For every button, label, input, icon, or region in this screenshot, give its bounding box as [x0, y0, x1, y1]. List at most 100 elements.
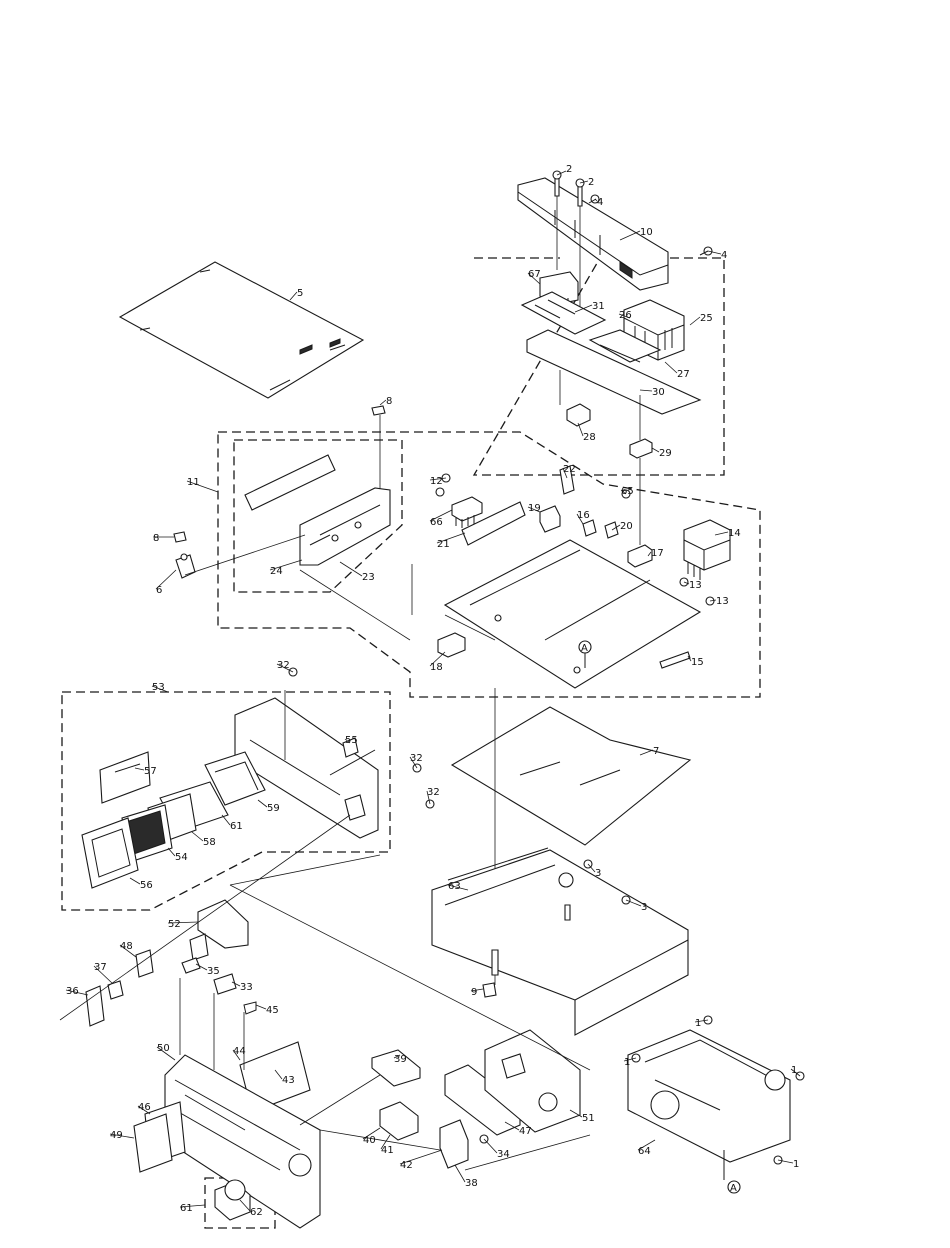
part-36-holder [86, 986, 104, 1026]
part-48-switch [136, 950, 153, 977]
callout-label-38: 38 [465, 1178, 478, 1189]
callout-leader-59 [258, 800, 267, 807]
callout-label-29: 29 [659, 448, 672, 459]
callout-label-65: 65 [621, 486, 634, 497]
callout-label-13: 13 [716, 596, 729, 607]
part-33-connector [214, 974, 236, 994]
part-9-tape [483, 983, 496, 997]
callout-label-14: 14 [728, 528, 741, 539]
callout-label-8: 8 [153, 533, 159, 544]
part-61-knob [215, 1180, 250, 1220]
callout-leader-61 [222, 815, 230, 825]
part-15-strip [660, 652, 690, 668]
part-56-bezel [82, 818, 138, 888]
callout-label-23: 23 [362, 572, 375, 583]
callout-label-10: 10 [640, 227, 653, 238]
part-45-spring [244, 1002, 256, 1014]
callout-label-4: 4 [721, 250, 727, 261]
callout-leader-25 [690, 317, 700, 325]
callout-label-28: 28 [583, 432, 596, 443]
callout-label-61: 61 [230, 821, 243, 832]
callout-leader-34 [484, 1139, 497, 1153]
callout-label-43: 43 [282, 1075, 295, 1086]
part-57-sheet [100, 752, 150, 803]
callout-label-53: 53 [152, 682, 165, 693]
callout-label-32: 32 [427, 787, 440, 798]
callout-label-46: 46 [138, 1102, 151, 1113]
callout-label-58: 58 [203, 837, 216, 848]
callout-leader-54 [168, 848, 175, 856]
callout-label-36: 36 [66, 986, 79, 997]
callout-label-5: 5 [297, 288, 303, 299]
callout-label-13: 13 [689, 580, 702, 591]
callout-label-27: 27 [677, 369, 690, 380]
part-53-display-board [235, 698, 378, 838]
callout-label-66: 66 [430, 517, 443, 528]
callout-label-1: 1 [624, 1057, 630, 1068]
callout-label-24: 24 [270, 566, 283, 577]
callout-leader-5 [290, 292, 297, 300]
callout-leader-45 [256, 1005, 266, 1009]
callout-label-21: 21 [437, 539, 450, 550]
callout-label-41: 41 [381, 1145, 394, 1156]
part-42-button [440, 1120, 468, 1168]
callout-label-59: 59 [267, 803, 280, 814]
callout-leader-56 [130, 878, 140, 884]
callout-label-37: 37 [94, 962, 107, 973]
part-20-holder [605, 522, 618, 538]
part-23-board-assembly [245, 455, 390, 565]
callout-label-3: 3 [641, 902, 647, 913]
callout-label-50: 50 [157, 1043, 170, 1054]
part-6-bracket [176, 554, 195, 578]
callout-label-54: 54 [175, 852, 188, 863]
callout-label-39: 39 [394, 1054, 407, 1065]
callout-label-7: 7 [653, 746, 659, 757]
callout-label-19: 19 [528, 503, 541, 514]
part-40-41-buttons [380, 1102, 418, 1140]
part-16-clip [583, 520, 596, 536]
part-49-window [134, 1114, 172, 1172]
callout-label-15: 15 [691, 657, 704, 668]
part-19-ic [540, 506, 560, 532]
callout-label-32: 32 [410, 753, 423, 764]
callout-leader-58 [192, 832, 203, 841]
part-52-bracket [190, 900, 248, 960]
callout-label-61: 61 [180, 1203, 193, 1214]
callout-label-40: 40 [363, 1135, 376, 1146]
callout-leader-23 [340, 562, 362, 576]
part-7-shield-sheet [452, 707, 690, 845]
callout-label-64: 64 [638, 1146, 651, 1157]
callout-label-17: 17 [651, 548, 664, 559]
callout-label-48: 48 [120, 941, 133, 952]
callout-label-3: 3 [595, 868, 601, 879]
callout-label-2: 2 [588, 177, 594, 188]
callout-label-4: 4 [597, 197, 603, 208]
callout-label-1: 1 [695, 1018, 701, 1029]
part-35-connector [182, 958, 200, 973]
reference-mark-a-label-bottom: A [730, 1183, 737, 1194]
callout-label-31: 31 [592, 301, 605, 312]
callout-label-62: 62 [250, 1207, 263, 1218]
part-14-connector [684, 520, 730, 580]
callout-label-6: 6 [156, 585, 162, 596]
callout-label-33: 33 [240, 982, 253, 993]
part-28-connector [567, 404, 590, 426]
callout-label-67: 67 [528, 269, 541, 280]
callout-label-42: 42 [400, 1160, 413, 1171]
part-63-main-chassis [432, 848, 688, 1035]
callout-label-1: 1 [791, 1065, 797, 1076]
callout-label-56: 56 [140, 880, 153, 891]
callout-label-8: 8 [386, 396, 392, 407]
part-31-board [522, 292, 605, 334]
callout-label-18: 18 [430, 662, 443, 673]
callout-label-22: 22 [563, 464, 576, 475]
callout-label-1: 1 [793, 1159, 799, 1170]
callout-label-55: 55 [345, 735, 358, 746]
callout-label-25: 25 [700, 313, 713, 324]
callout-label-26: 26 [619, 310, 632, 321]
reference-mark-a-label-top: A [581, 643, 588, 654]
callout-label-12: 12 [430, 476, 443, 487]
callout-label-2: 2 [566, 164, 572, 175]
callout-label-51: 51 [582, 1113, 595, 1124]
